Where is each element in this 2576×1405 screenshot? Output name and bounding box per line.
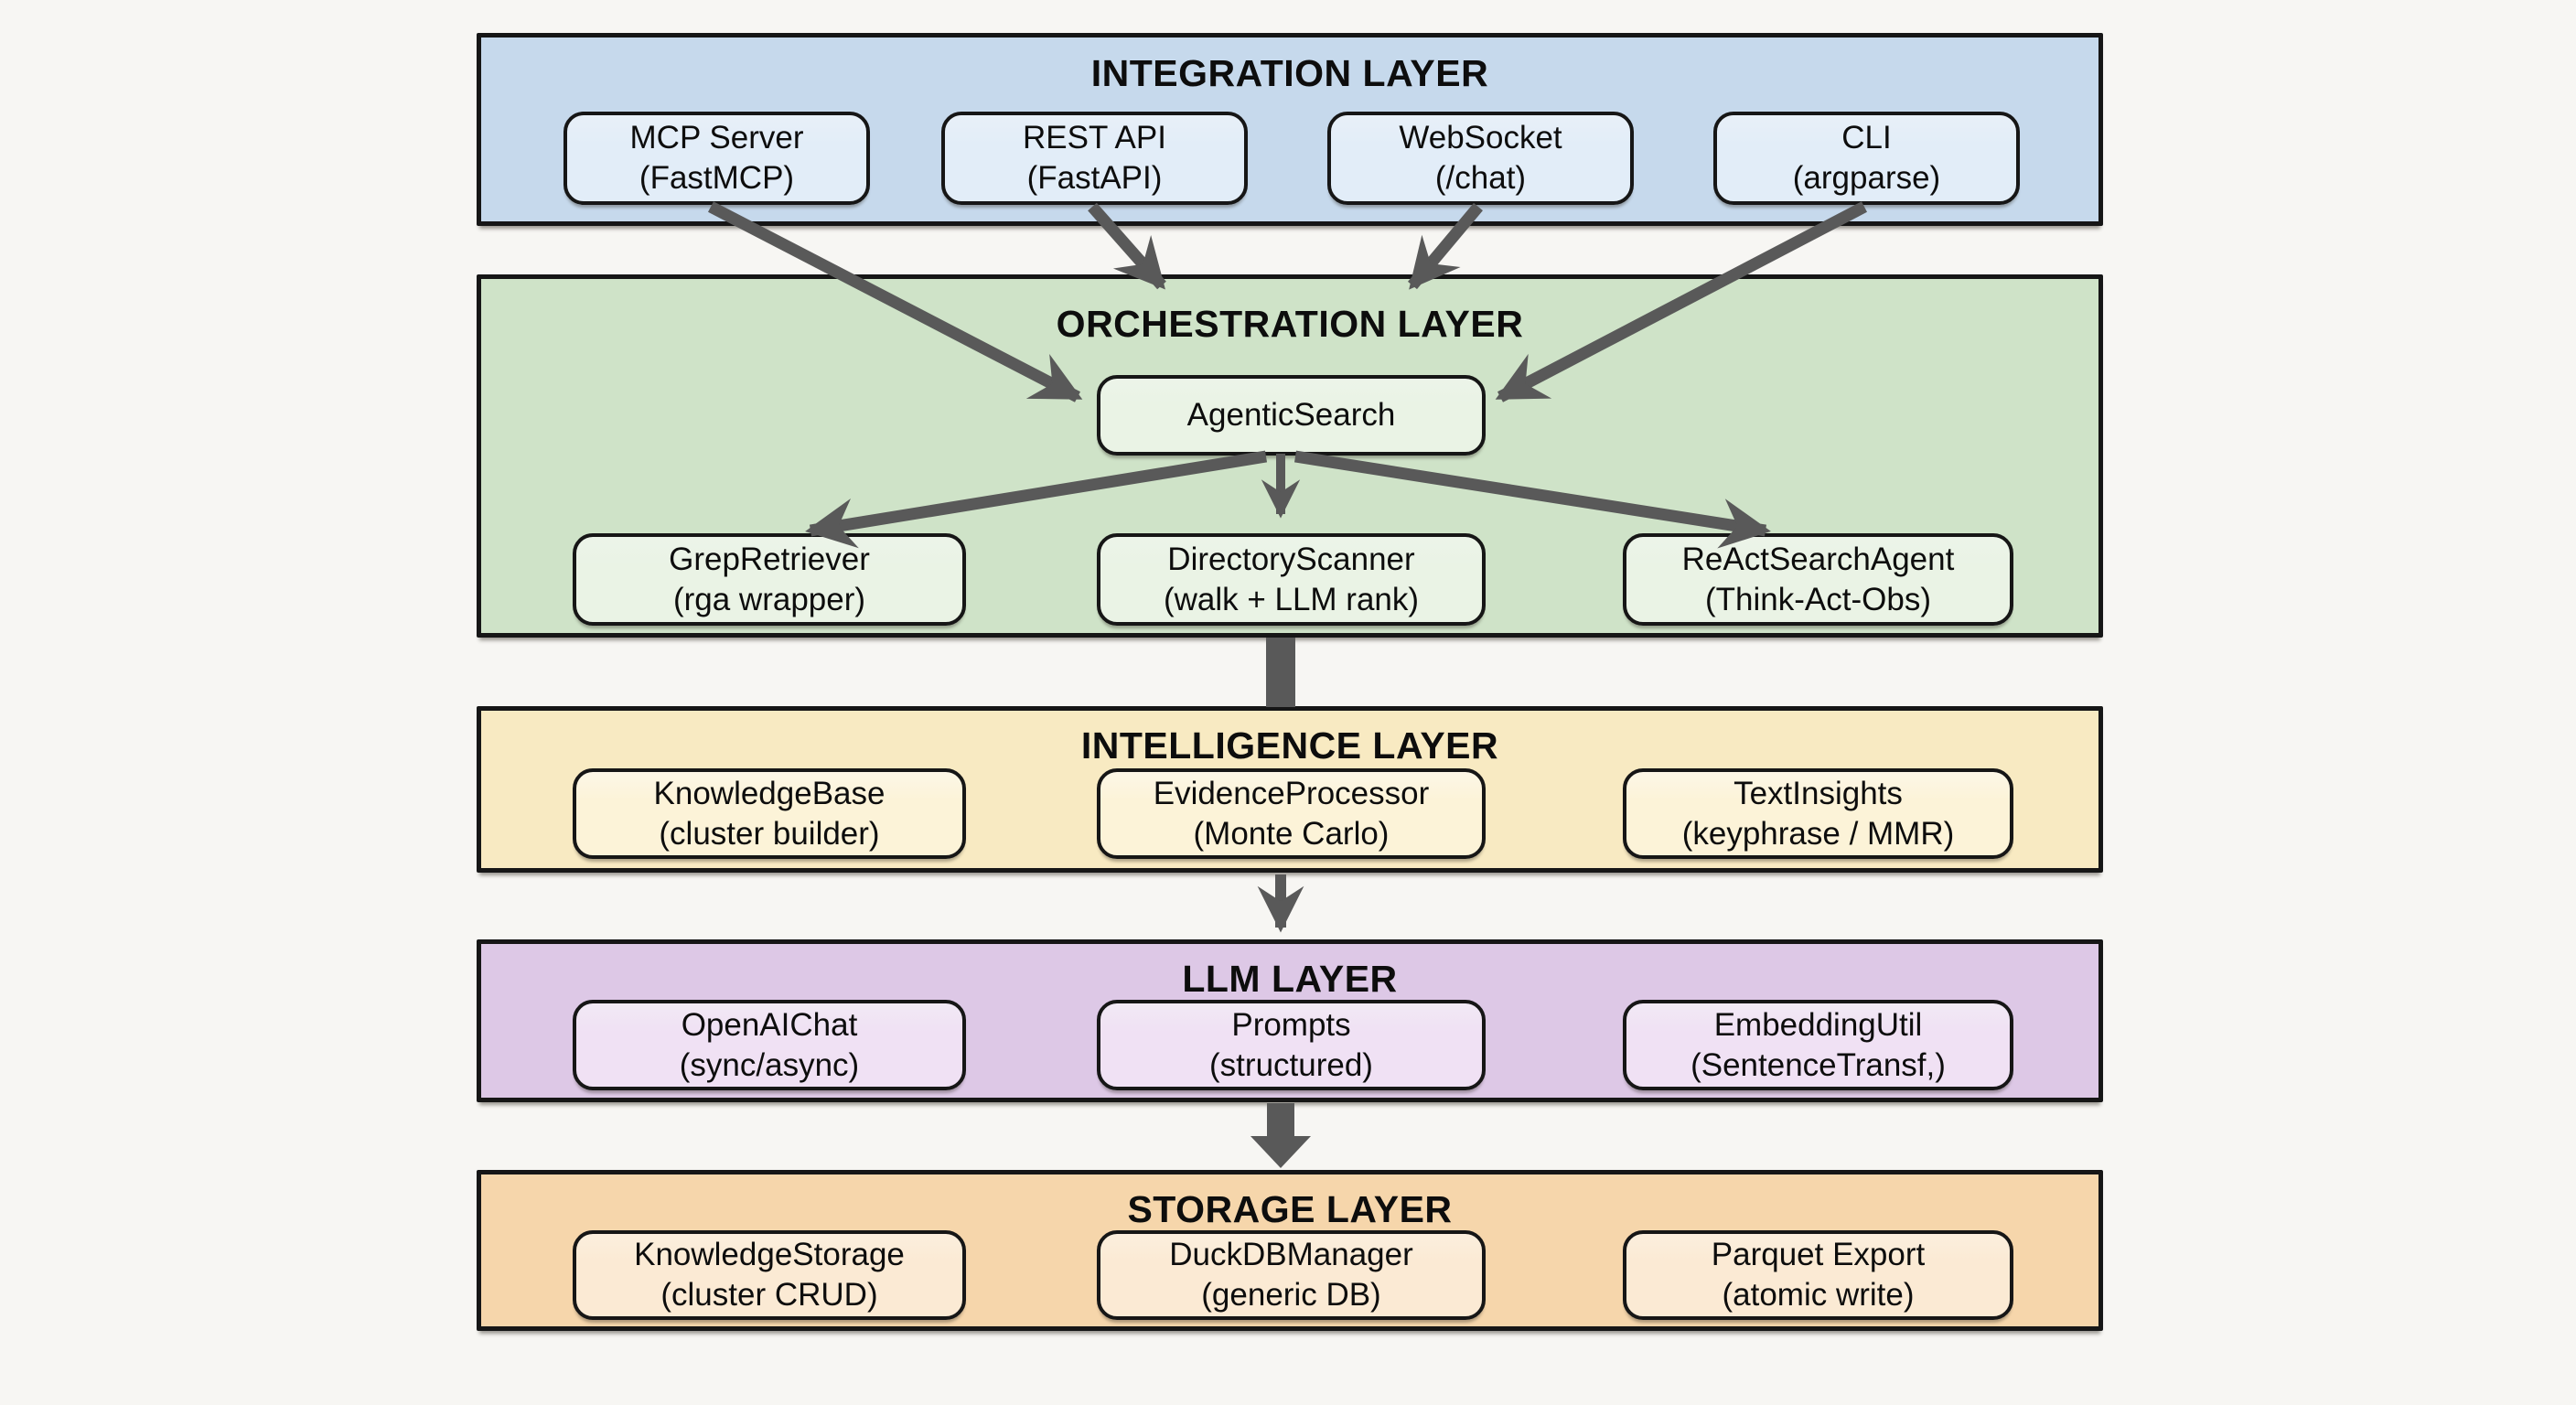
node-label: DirectoryScanner	[1167, 541, 1415, 577]
node-label: AgenticSearch	[1186, 397, 1396, 433]
node-websocket: WebSocket (/chat)	[1327, 112, 1634, 205]
node-sublabel: (argparse)	[1792, 160, 1941, 196]
node-label: DuckDBManager	[1169, 1237, 1413, 1272]
node-grep-retriever: GrepRetriever (rga wrapper)	[573, 533, 966, 626]
node-sublabel: (Monte Carlo)	[1193, 815, 1390, 852]
integration-layer-title: INTEGRATION LAYER	[1090, 52, 1489, 94]
node-label: REST API	[1023, 120, 1166, 156]
node-sublabel: (keyphrase / MMR)	[1681, 815, 1955, 852]
storage-layer: STORAGE LAYER KnowledgeStorage (cluster …	[477, 1170, 2103, 1331]
node-react-search-agent: ReActSearchAgent (Think-Act-Obs)	[1623, 533, 2013, 626]
node-sublabel: (rga wrapper)	[672, 581, 866, 617]
node-label: Prompts	[1231, 1006, 1351, 1043]
node-knowledge-storage: KnowledgeStorage (cluster CRUD)	[573, 1230, 966, 1320]
node-label: EvidenceProcessor	[1153, 775, 1430, 811]
node-knowledge-base: KnowledgeBase (cluster builder)	[573, 768, 966, 859]
node-rest-api: REST API (FastAPI)	[941, 112, 1248, 205]
node-text-insights: TextInsights (keyphrase / MMR)	[1623, 768, 2013, 859]
intelligence-layer-title: INTELLIGENCE LAYER	[1080, 724, 1499, 767]
node-label: KnowledgeBase	[653, 775, 886, 811]
node-label: WebSocket	[1399, 120, 1562, 156]
node-sublabel: (/chat)	[1434, 160, 1527, 196]
orchestration-layer-title: ORCHESTRATION LAYER	[1056, 303, 1524, 345]
node-prompts: Prompts (structured)	[1097, 1000, 1486, 1090]
node-sublabel: (atomic write)	[1722, 1277, 1915, 1313]
node-label: CLI	[1841, 120, 1892, 156]
node-parquet-export: Parquet Export (atomic write)	[1623, 1230, 2013, 1320]
node-directory-scanner: DirectoryScanner (walk + LLM rank)	[1097, 533, 1486, 626]
node-agentic-search: AgenticSearch	[1097, 375, 1486, 456]
node-label: KnowledgeStorage	[634, 1237, 905, 1272]
node-openai-chat: OpenAIChat (sync/async)	[573, 1000, 966, 1090]
llm-layer: LLM LAYER OpenAIChat (sync/async) Prompt…	[477, 939, 2103, 1102]
orchestration-layer: ORCHESTRATION LAYER AgenticSearch GrepRe…	[477, 274, 2103, 638]
arrow-llm-to-storage	[1250, 1103, 1311, 1168]
node-sublabel: (SentenceTransf,)	[1690, 1046, 1946, 1083]
llm-layer-title: LLM LAYER	[1182, 958, 1398, 1000]
node-embedding-util: EmbeddingUtil (SentenceTransf,)	[1623, 1000, 2013, 1090]
node-label: ReActSearchAgent	[1681, 541, 1955, 577]
node-sublabel: (cluster builder)	[659, 815, 880, 852]
intelligence-layer: INTELLIGENCE LAYER KnowledgeBase (cluste…	[477, 706, 2103, 873]
integration-layer: INTEGRATION LAYER MCP Server (FastMCP) R…	[477, 33, 2103, 226]
node-label: MCP Server	[629, 120, 804, 156]
node-label: OpenAIChat	[681, 1006, 858, 1043]
node-mcp-server: MCP Server (FastMCP)	[564, 112, 870, 205]
node-label: TextInsights	[1733, 775, 1903, 811]
node-sublabel: (structured)	[1209, 1046, 1373, 1083]
node-label: Parquet Export	[1711, 1237, 1926, 1272]
node-sublabel: (cluster CRUD)	[660, 1277, 878, 1313]
node-label: EmbeddingUtil	[1713, 1006, 1923, 1043]
node-cli: CLI (argparse)	[1713, 112, 2020, 205]
node-sublabel: (sync/async)	[679, 1046, 860, 1083]
node-sublabel: (FastMCP)	[639, 160, 795, 196]
node-sublabel: (generic DB)	[1201, 1277, 1381, 1313]
node-sublabel: (Think-Act-Obs)	[1705, 581, 1931, 617]
node-label: GrepRetriever	[669, 541, 870, 577]
node-evidence-processor: EvidenceProcessor (Monte Carlo)	[1097, 768, 1486, 859]
node-duckdb-manager: DuckDBManager (generic DB)	[1097, 1230, 1486, 1320]
node-sublabel: (walk + LLM rank)	[1163, 581, 1420, 617]
storage-layer-title: STORAGE LAYER	[1127, 1188, 1453, 1230]
node-sublabel: (FastAPI)	[1026, 160, 1163, 196]
